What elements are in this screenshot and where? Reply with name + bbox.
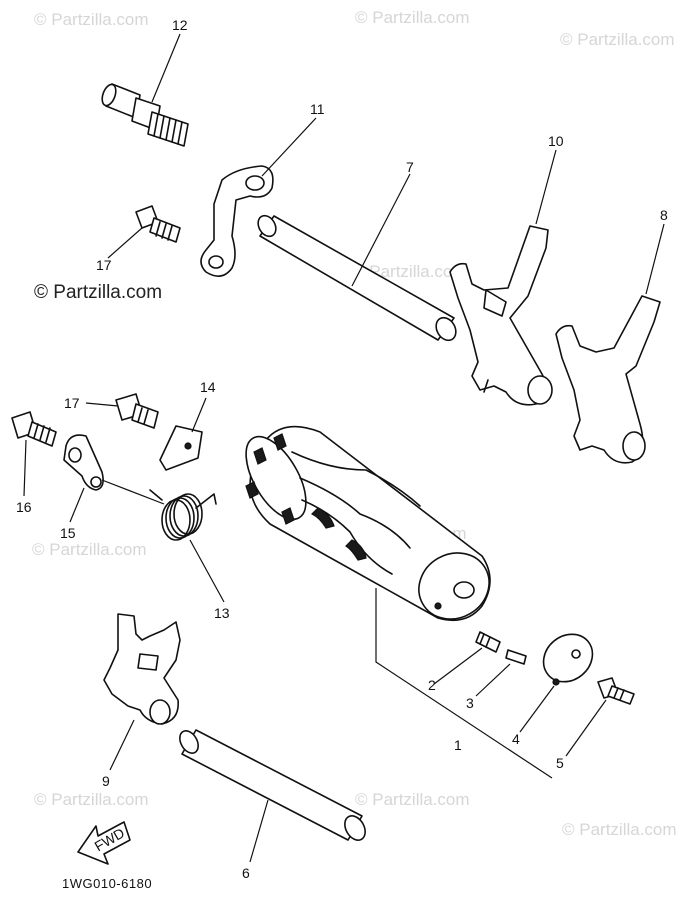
leader-12 (151, 33, 181, 103)
callout-17-lower: 17 (64, 395, 80, 411)
part-5-screw[interactable] (597, 677, 635, 705)
watermark-mid-left: © Partzilla.com (34, 282, 163, 303)
leader-6 (249, 799, 269, 863)
callout-1: 1 (454, 737, 462, 753)
part-12-stud-bolt[interactable] (100, 83, 189, 147)
callout-11: 11 (310, 101, 325, 117)
leader-1 (375, 588, 553, 779)
part-10-shift-fork[interactable] (449, 225, 553, 406)
watermark-bottom-right: © Partzilla.com (562, 820, 677, 839)
watermark-bottom-center: © Partzilla.com (355, 790, 470, 809)
fwd-arrow-icon: FWD (77, 821, 131, 865)
part-2-pin[interactable] (475, 631, 501, 653)
watermark-bottom-left: © Partzilla.com (34, 790, 149, 809)
part-13-torsion-spring[interactable] (149, 489, 217, 541)
watermark-center-left: © Partzilla.com (32, 540, 147, 559)
callout-13: 13 (214, 605, 230, 621)
part-11-bracket[interactable] (200, 165, 274, 277)
leader-11 (261, 117, 317, 177)
part-3-pin[interactable] (505, 649, 527, 665)
leader-17a (107, 227, 143, 259)
watermark-top-center: © Partzilla.com (355, 8, 470, 27)
leader-2 (433, 647, 483, 685)
leader-14 (191, 397, 207, 433)
callout-3: 3 (466, 695, 474, 711)
callout-7: 7 (406, 159, 414, 175)
callout-14: 14 (200, 379, 216, 395)
part-7-shift-fork-shaft[interactable] (255, 212, 460, 343)
leader-7 (351, 173, 411, 287)
leader-10 (535, 149, 557, 225)
leader-16 (23, 439, 27, 497)
part-17-bolt-upper[interactable] (135, 205, 181, 243)
part-4-plate[interactable] (534, 624, 602, 691)
part-9-shift-fork[interactable] (103, 613, 181, 725)
part-1-shift-cam[interactable] (234, 425, 501, 632)
watermark-top-left: © Partzilla.com (34, 10, 149, 29)
leader-3 (475, 663, 511, 697)
callout-15: 15 (60, 525, 76, 541)
callout-4: 4 (512, 731, 520, 747)
part-8-shift-fork[interactable] (555, 295, 661, 464)
callout-5: 5 (556, 755, 564, 771)
callout-12: 12 (172, 17, 188, 33)
leader-8 (645, 223, 665, 295)
leader-15 (69, 487, 85, 523)
leader-13 (189, 539, 225, 603)
callout-16: 16 (16, 499, 32, 515)
callout-9: 9 (102, 773, 110, 789)
leader-17b (85, 402, 119, 407)
callout-6: 6 (242, 865, 250, 881)
part-6-shift-fork-shaft[interactable] (176, 728, 369, 844)
callout-8: 8 (660, 207, 668, 223)
leader-4 (519, 685, 555, 733)
part-15-stopper-lever[interactable] (63, 434, 165, 505)
callout-17-upper: 17 (96, 257, 112, 273)
watermark-top-right: © Partzilla.com (560, 30, 675, 49)
part-16-bolt[interactable] (11, 411, 57, 447)
part-14-plate[interactable] (159, 425, 203, 471)
part-17-bolt-lower[interactable] (115, 393, 159, 429)
diagram-code: 1WG010-6180 (62, 876, 153, 891)
callout-10: 10 (548, 133, 564, 149)
callout-2: 2 (428, 677, 436, 693)
leader-9 (109, 719, 135, 771)
leader-5 (565, 699, 607, 757)
